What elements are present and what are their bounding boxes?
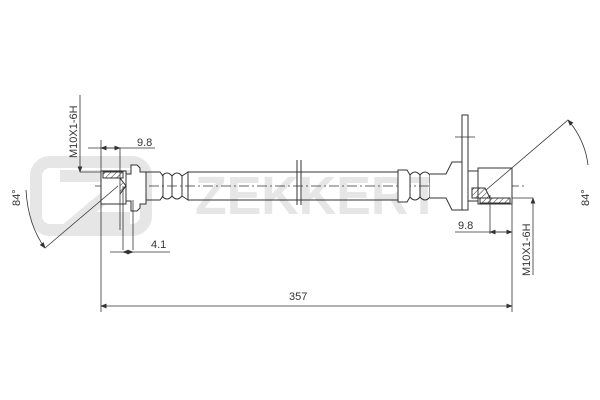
length-label-left: 9.8 <box>137 137 152 149</box>
thread-label-right: M10X1-6H <box>521 223 533 276</box>
offset-label-left: 4.1 <box>151 239 166 251</box>
angle-label-left: 84° <box>11 189 23 206</box>
thread-label-left: M10X1-6H <box>68 105 80 158</box>
hose-assembly <box>95 114 525 212</box>
dimension-lines <box>25 95 589 312</box>
overall-length-label: 357 <box>289 291 307 303</box>
length-label-right: 9.8 <box>458 220 473 232</box>
angle-label-right: 84° <box>580 189 592 206</box>
dimension-labels: M10X1-6H 9.8 4.1 84° 357 9.8 M10X1-6H 84… <box>11 105 592 303</box>
